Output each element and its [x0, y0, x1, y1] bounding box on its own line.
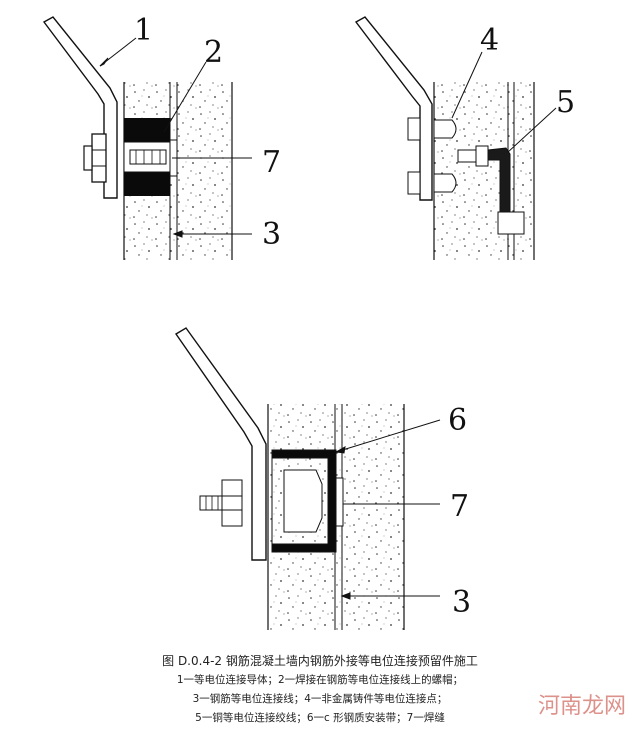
watermark: 河南龙网 — [537, 694, 626, 719]
callout-5: 5 — [556, 85, 575, 120]
casting-insert — [283, 469, 323, 533]
leader-lines — [334, 419, 441, 600]
callout-7: 7 — [450, 489, 469, 524]
callout-7: 7 — [262, 145, 281, 180]
callout-3: 3 — [262, 217, 281, 252]
leader-lines — [99, 37, 252, 238]
bonding-conductor — [42, 16, 118, 199]
callout-1: 1 — [134, 13, 153, 48]
weld — [335, 477, 344, 527]
figure-legend-line: 1一等电位连接导体；2一焊接在钢筋等电位连接线上的螺帽； — [176, 674, 464, 686]
figure-3: 6 7 3 — [174, 327, 471, 630]
bonding-conductor — [354, 16, 433, 201]
figure-legend-line: 5一铜等电位连接绞线；6一c 形钢质安装带；7一焊缝 — [195, 712, 445, 724]
c-shaped-steel-strap-inner — [271, 457, 329, 545]
callout-2: 2 — [204, 35, 223, 70]
casting-connection-point — [457, 145, 489, 167]
bolt — [83, 133, 107, 183]
wire-clamp — [497, 211, 525, 235]
callout-3: 3 — [452, 585, 471, 620]
figure-legend-line: 3一钢筋等电位连接线；4一非金属铸件等电位连接点； — [192, 693, 448, 705]
bolts — [407, 117, 457, 195]
figure-1: 1 2 7 3 — [42, 13, 281, 260]
bonding-conductor — [174, 327, 267, 561]
callout-6: 6 — [448, 403, 467, 438]
callout-4: 4 — [480, 23, 499, 58]
leader-lines — [451, 51, 557, 153]
welded-nut — [123, 118, 171, 196]
bolt — [199, 479, 243, 527]
figure-caption-title: 图 D.0.4-2 钢筋混凝土墙内钢筋外接等电位连接预留件施工 — [162, 654, 478, 668]
figure-2: 4 5 — [354, 16, 575, 260]
